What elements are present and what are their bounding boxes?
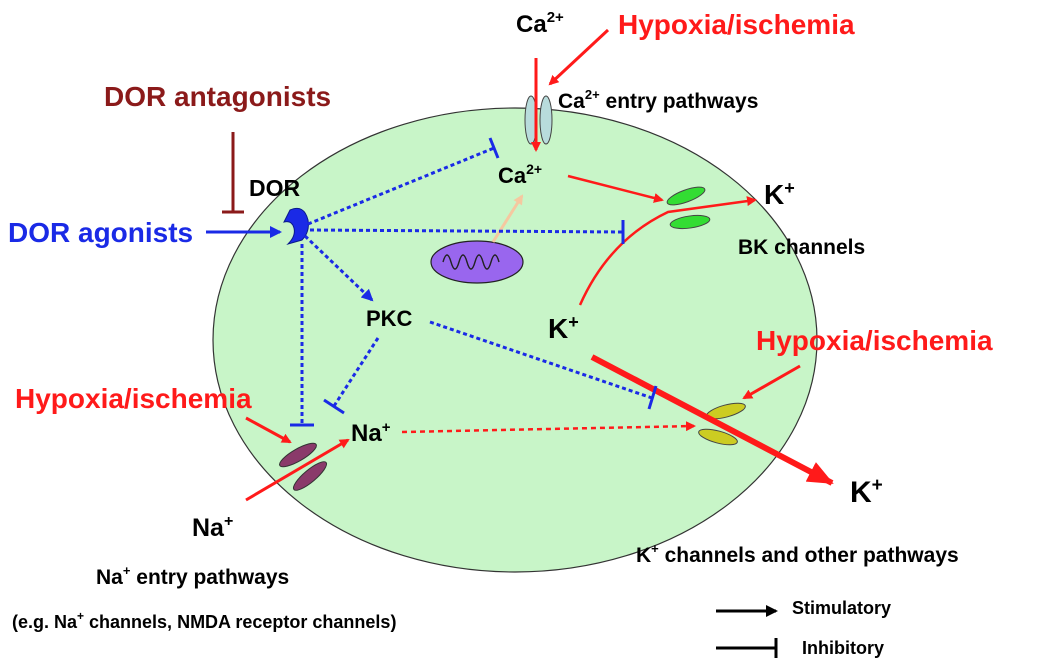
- ca-to-bk-arrow: [567, 174, 664, 203]
- ca-entry-label: Ca2+ entry pathways: [558, 87, 758, 113]
- k-bk-efflux-arrow: [578, 196, 757, 306]
- k-outside-label: K+: [850, 475, 883, 509]
- hypoxia-na-arrow: [245, 416, 292, 444]
- pkc-to-k-inhibit: [429, 320, 658, 410]
- na-entry-label: Na+ entry pathways: [96, 563, 289, 589]
- pkc-to-na-inhibit: [323, 337, 380, 415]
- ca-outside-label: Ca2+: [516, 9, 564, 38]
- na-inside-label: Na+: [351, 419, 391, 447]
- hypoxia-left-label: Hypoxia/ischemia: [15, 383, 252, 414]
- na-influx-arrow: [245, 438, 350, 502]
- dor-receptor-icon: [283, 207, 309, 246]
- legend: Stimulatory Inhibitory: [716, 598, 891, 658]
- na-to-k-arrow: [401, 421, 696, 434]
- mitochondrion-icon: [430, 240, 524, 284]
- dor-antagonists-label: DOR antagonists: [104, 81, 331, 112]
- dor-agonists-label: DOR agonists: [8, 217, 193, 248]
- na-entry-examples-label: (e.g. Na+ channels, NMDA receptor channe…: [12, 609, 396, 632]
- antagonist-inhibit: [222, 132, 244, 214]
- dor-to-na-channel-inhibit: [290, 244, 314, 427]
- k-inside-label: K+: [548, 312, 579, 344]
- pkc-label: PKC: [366, 306, 413, 331]
- ca-inside-label: Ca2+: [498, 161, 542, 188]
- legend-inhibitory-bar: [716, 638, 778, 658]
- legend-stimulatory-label: Stimulatory: [792, 598, 891, 618]
- bk-channel-icon: [666, 186, 711, 230]
- cell-body: [212, 107, 818, 573]
- legend-inhibitory-label: Inhibitory: [802, 638, 884, 658]
- dor-to-bk-inhibit: [309, 220, 625, 244]
- hypoxia-top-label: Hypoxia/ischemia: [618, 9, 855, 40]
- k-channel-icon: [698, 402, 746, 446]
- k-efflux-big-arrow: [590, 354, 834, 486]
- dor-to-ca-inhibit: [307, 137, 500, 226]
- bk-channels-label: BK channels: [738, 236, 865, 259]
- hypoxia-k-arrow: [742, 364, 801, 400]
- k-bk-label: K+: [764, 178, 795, 210]
- mito-ca-arrow: [491, 194, 524, 243]
- k-channels-label: K+ channels and other pathways: [636, 541, 959, 567]
- dor-label: DOR: [249, 175, 301, 201]
- hypoxia-ca-arrow: [548, 28, 610, 86]
- hypoxia-right-label: Hypoxia/ischemia: [756, 325, 993, 356]
- na-outside-label: Na+: [192, 513, 233, 542]
- na-channel-icon: [279, 442, 328, 491]
- dor-to-pkc-arrow: [303, 234, 374, 302]
